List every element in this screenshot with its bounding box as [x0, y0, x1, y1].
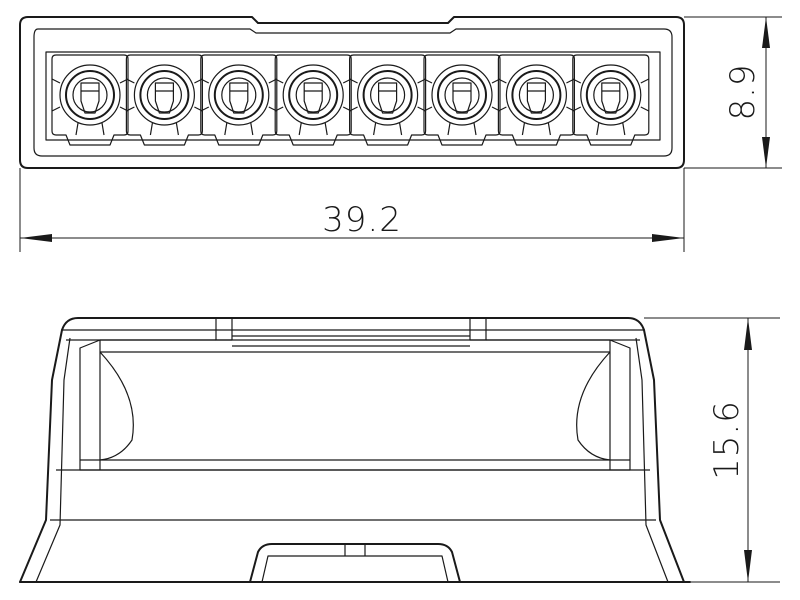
port-clamp — [80, 82, 100, 114]
port-tab-left — [423, 78, 433, 112]
port — [125, 54, 203, 146]
port-clamp — [303, 82, 323, 114]
port-legs — [447, 122, 477, 136]
port-clamp — [229, 82, 249, 114]
port-ring — [362, 70, 413, 120]
side-view-top-cap — [61, 317, 645, 331]
port-hole — [518, 77, 555, 113]
port-clamp — [452, 82, 472, 114]
port-legs — [75, 122, 105, 136]
width-arrow-left — [20, 234, 52, 242]
port-tab-left — [572, 78, 582, 112]
side-view — [19, 317, 691, 583]
port-frame — [572, 54, 650, 146]
side-view-bottom-foot-inner — [261, 555, 449, 583]
port-legs — [596, 122, 626, 136]
side-view-bottom-foot — [249, 543, 461, 583]
port-outer-ring — [282, 64, 344, 126]
side-view-window — [79, 339, 631, 471]
top-height-arrow-top — [762, 17, 770, 48]
port-outer-ring — [431, 64, 493, 126]
top-view-outer-housing — [19, 16, 685, 169]
top-view-port-band — [45, 51, 661, 141]
port-legs — [373, 122, 403, 136]
port-ring — [511, 70, 562, 120]
port-hole — [72, 77, 108, 113]
port — [274, 54, 352, 146]
port-outer-ring — [505, 64, 568, 126]
port-frame — [274, 54, 352, 146]
port-frame — [125, 54, 203, 146]
port — [51, 54, 129, 146]
dimension-width: 39.2 — [19, 168, 685, 252]
dimension-side-height: 15.6 — [644, 317, 780, 583]
top-view-inner-frame — [33, 28, 673, 157]
port-hole — [444, 77, 480, 113]
port-legs — [521, 122, 551, 136]
side-height-arrow-top — [744, 318, 752, 350]
port-outer-ring — [208, 64, 270, 126]
side-view-outer-body — [19, 329, 685, 583]
port-hole — [370, 77, 406, 113]
port-frame — [423, 54, 501, 146]
port-legs — [298, 122, 328, 136]
port — [200, 54, 278, 146]
side-view-inner-edge-right — [635, 337, 669, 583]
port-ring — [139, 70, 190, 120]
side-view-top-notch-right — [469, 318, 487, 341]
port — [349, 54, 427, 146]
port-outer-ring — [59, 64, 121, 126]
port-frame — [349, 54, 427, 146]
port-hole — [146, 77, 182, 113]
port-hole — [593, 77, 629, 113]
port-outer-ring — [133, 64, 195, 126]
side-height-arrow-bottom — [744, 550, 752, 582]
port-tab-left — [274, 78, 284, 112]
top-view-ports — [51, 54, 650, 146]
top-height-arrow-bottom — [762, 137, 770, 168]
port-frame — [497, 54, 575, 146]
port-ring — [437, 70, 487, 120]
side-view-top-notch-left — [215, 318, 233, 341]
width-dimension-label: 39.2 — [322, 200, 402, 240]
top-height-dimension-label: 8.9 — [723, 63, 763, 120]
port-tab-left — [51, 78, 61, 112]
port-tab-left — [349, 78, 358, 112]
port-legs — [149, 122, 179, 136]
port-ring — [213, 70, 264, 120]
port-frame — [51, 54, 129, 146]
port-legs — [224, 122, 254, 136]
port — [572, 54, 650, 146]
port-frame — [200, 54, 278, 146]
port-hole — [295, 77, 331, 113]
port-clamp — [154, 82, 174, 114]
side-view-curve-right — [576, 351, 611, 461]
port-tab-left — [126, 78, 135, 112]
port-clamp — [601, 82, 621, 114]
port — [423, 54, 501, 146]
port-clamp — [526, 82, 546, 114]
port-tab-right — [640, 78, 650, 112]
port-clamp — [378, 82, 398, 114]
side-view-inner-edge-left — [35, 337, 71, 583]
port-hole — [221, 77, 257, 113]
dimension-top-height: 8.9 — [684, 16, 782, 169]
port-ring — [585, 70, 636, 120]
port-outer-ring — [357, 64, 419, 126]
port — [497, 54, 575, 146]
port-tab-left — [498, 78, 507, 112]
port-tab-left — [200, 78, 210, 112]
width-arrow-right — [652, 234, 684, 242]
port-outer-ring — [580, 64, 642, 126]
top-view — [19, 16, 685, 169]
side-height-dimension-label: 15.6 — [707, 400, 747, 480]
side-view-curve-left — [99, 351, 134, 461]
port-ring — [288, 70, 339, 120]
port-ring — [65, 70, 115, 120]
